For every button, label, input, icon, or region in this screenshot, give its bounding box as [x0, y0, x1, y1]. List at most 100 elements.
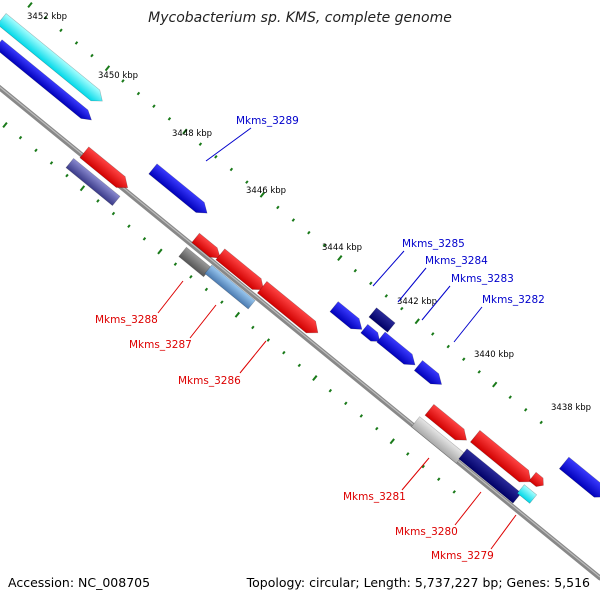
tick-mark	[245, 180, 249, 184]
tick-mark	[353, 268, 358, 273]
gene-shape-lightgray	[411, 416, 465, 464]
tick-mark	[291, 218, 296, 222]
tick-mark	[189, 275, 193, 279]
tick-mark	[389, 438, 395, 445]
gene-label[interactable]: Mkms_3282	[482, 294, 545, 306]
ruler-tick-label: 3440 kbp	[474, 350, 514, 360]
tick-mark	[229, 167, 234, 172]
tick-mark	[49, 161, 54, 165]
tick-mark	[437, 477, 441, 482]
tick-mark	[375, 426, 379, 431]
tick-mark	[152, 104, 156, 108]
gene-label[interactable]: Mkms_3281	[343, 491, 406, 503]
gene-label[interactable]: Mkms_3279	[431, 550, 494, 562]
gene-label[interactable]: Mkms_3284	[425, 255, 488, 267]
gene-shape-red	[191, 232, 221, 259]
gene-label[interactable]: Mkms_3283	[451, 273, 514, 285]
ruler-tick-label: 3446 kbp	[246, 186, 286, 196]
ruler-tick-label: 3444 kbp	[322, 243, 362, 253]
tick-mark	[136, 91, 141, 96]
tick-mark	[462, 357, 466, 362]
page-title: Mycobacterium sp. KMS, complete genome	[148, 10, 452, 26]
ruler-tick-label: 3450 kbp	[98, 71, 138, 81]
tick-mark	[90, 53, 94, 58]
tick-mark	[65, 173, 69, 178]
gene-shape-blue	[558, 456, 600, 498]
tick-mark	[79, 185, 86, 192]
tick-mark	[307, 230, 311, 235]
tick-mark	[27, 2, 33, 8]
gene-leader-line	[205, 127, 252, 162]
gene-shape-red	[256, 280, 319, 334]
tick-mark	[2, 122, 8, 128]
gene-shape-slate	[65, 157, 121, 207]
gene-label[interactable]: Mkms_3288	[95, 314, 158, 326]
tick-mark	[312, 375, 318, 381]
tick-mark	[182, 128, 188, 135]
tick-mark	[74, 41, 79, 45]
gene-leader-line	[157, 280, 184, 314]
accession-text: Accession: NC_008705	[8, 575, 151, 590]
tick-mark	[111, 211, 116, 216]
gene-shape-navy	[368, 307, 396, 333]
gene-label[interactable]: Mkms_3289	[236, 115, 299, 127]
tick-mark	[297, 363, 302, 368]
gene-label[interactable]: Mkms_3287	[129, 339, 192, 351]
gene-leader-line	[490, 514, 517, 550]
gene-label[interactable]: Mkms_3280	[395, 526, 458, 538]
tick-mark	[414, 318, 420, 325]
ruler-tick-label: 3452 kbp	[27, 12, 67, 22]
tick-mark	[173, 262, 178, 266]
tick-mark	[384, 294, 389, 298]
tick-mark	[400, 306, 404, 311]
tick-mark	[198, 142, 203, 146]
tick-mark	[337, 255, 343, 261]
tick-mark	[282, 350, 286, 355]
tick-mark	[452, 490, 456, 494]
gene-shape-red	[424, 403, 467, 441]
gene-shape-red	[79, 146, 129, 189]
tick-mark	[431, 332, 435, 336]
gene-shape-blue	[376, 331, 416, 366]
gene-shape-gray	[178, 246, 212, 278]
gene-shape-navy	[458, 448, 522, 504]
tick-mark	[523, 408, 528, 412]
tick-mark	[421, 464, 425, 469]
tick-mark	[127, 224, 131, 228]
tick-mark	[259, 191, 266, 198]
tick-mark	[359, 414, 364, 418]
genome-summary-text: Topology: circular; Length: 5,737,227 bp…	[246, 575, 590, 590]
tick-mark	[96, 199, 100, 203]
gene-shape-steel	[204, 264, 256, 310]
tick-dot-rows	[2, 2, 543, 494]
gene-leader-line	[454, 491, 482, 526]
tick-mark	[266, 338, 271, 342]
tick-mark	[18, 135, 23, 140]
gene-shape-blue	[413, 360, 443, 385]
gene-leader-line	[372, 250, 405, 287]
gene-label[interactable]: Mkms_3285	[402, 238, 465, 250]
tick-mark	[539, 420, 543, 425]
tick-mark	[477, 370, 481, 374]
gene-shape-red	[528, 471, 544, 487]
tick-mark	[142, 237, 147, 241]
gene-shape-blue	[148, 163, 208, 214]
gene-label[interactable]: Mkms_3286	[178, 375, 241, 387]
gene-shapes	[0, 13, 600, 504]
gene-leader-line	[239, 340, 267, 374]
tick-mark	[446, 344, 450, 349]
gene-shape-blue	[0, 39, 92, 121]
tick-mark	[344, 401, 348, 406]
ruler-tick-label: 3438 kbp	[551, 403, 591, 413]
tick-mark	[121, 79, 125, 83]
tick-mark	[167, 117, 172, 121]
tick-mark	[508, 395, 512, 399]
gene-labels: Mkms_3289Mkms_3288Mkms_3287Mkms_3286Mkms…	[95, 115, 545, 562]
tick-mark	[234, 311, 241, 318]
gene-leader-line	[397, 267, 427, 303]
tick-mark	[322, 243, 327, 248]
tick-mark	[43, 15, 48, 20]
gene-shape-cyan	[0, 13, 103, 102]
